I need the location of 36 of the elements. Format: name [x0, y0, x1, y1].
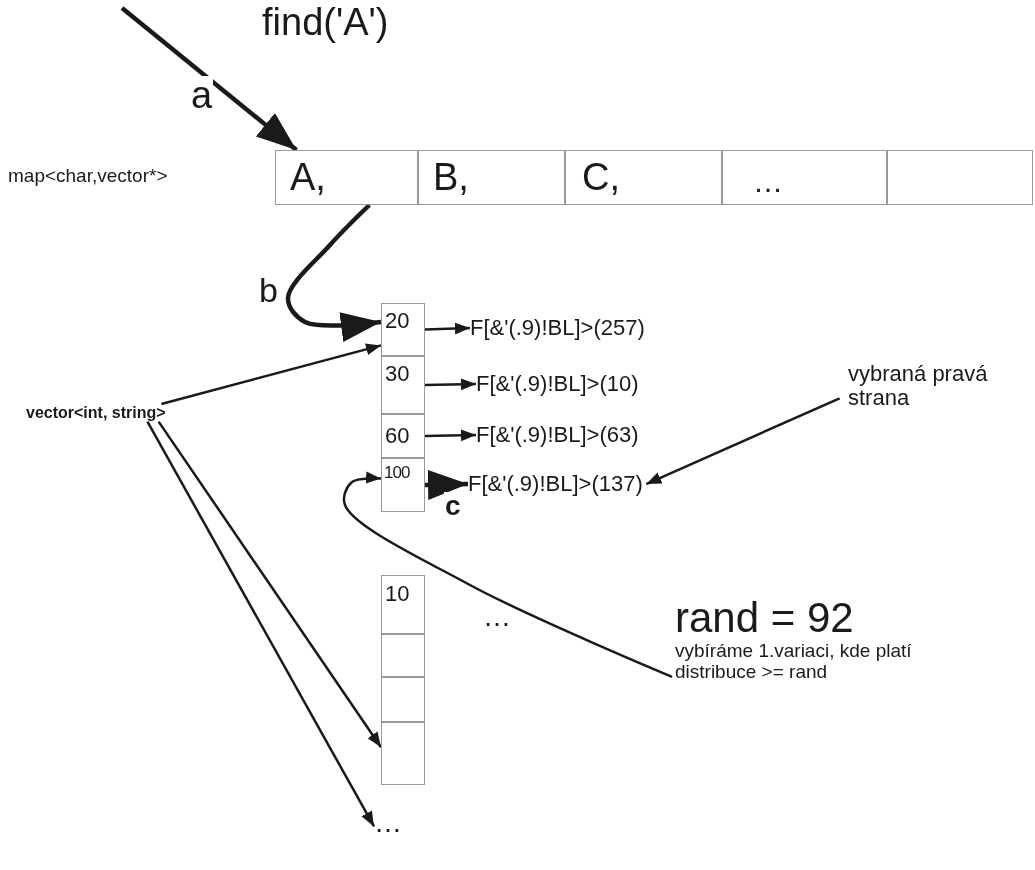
- type-label: map<char,vector*>: [8, 166, 168, 187]
- table-cell: C,: [565, 150, 722, 205]
- code-text: find('A'): [262, 2, 389, 44]
- table-cell: 20: [381, 303, 425, 356]
- arrow: [157, 420, 383, 748]
- table-cell: [381, 634, 425, 677]
- type-label: vector<int, string>: [26, 404, 166, 422]
- ellipsis-text: …: [374, 808, 402, 839]
- table-cell: 100: [381, 458, 425, 512]
- code-text: F[&'(.9)!BL]>(10): [476, 372, 639, 397]
- table-cell: [381, 677, 425, 722]
- arrow: [146, 421, 376, 828]
- arrow: [424, 378, 477, 391]
- arrow: [161, 343, 382, 406]
- ellipsis-text: …: [483, 602, 511, 633]
- formula-text: rand = 92: [675, 595, 854, 642]
- table-cell: 30: [381, 356, 425, 414]
- arrow: [645, 397, 841, 486]
- arrow: [424, 429, 477, 442]
- table-cell: [887, 150, 1033, 205]
- table-cell: 60: [381, 414, 425, 458]
- note-text: vybíráme 1.variaci, kde platí distribuce >= rand: [675, 641, 913, 683]
- code-text: F[&'(.9)!BL]>(257): [470, 316, 645, 341]
- table-cell: [381, 722, 425, 785]
- annotation-text: vybraná pravá strana: [848, 362, 988, 411]
- table-cell: B,: [418, 150, 565, 205]
- arrow: [285, 203, 382, 342]
- table-cell: …: [722, 150, 887, 205]
- code-text: F[&'(.9)!BL]>(63): [476, 423, 639, 448]
- table-cell: A,: [275, 150, 418, 205]
- code-text: F[&'(.9)!BL]>(137): [468, 472, 643, 497]
- arrow: [120, 6, 298, 152]
- table-cell: 10: [381, 575, 425, 634]
- arrow: [424, 322, 471, 335]
- arrow: [342, 471, 673, 678]
- arrow: [424, 469, 469, 500]
